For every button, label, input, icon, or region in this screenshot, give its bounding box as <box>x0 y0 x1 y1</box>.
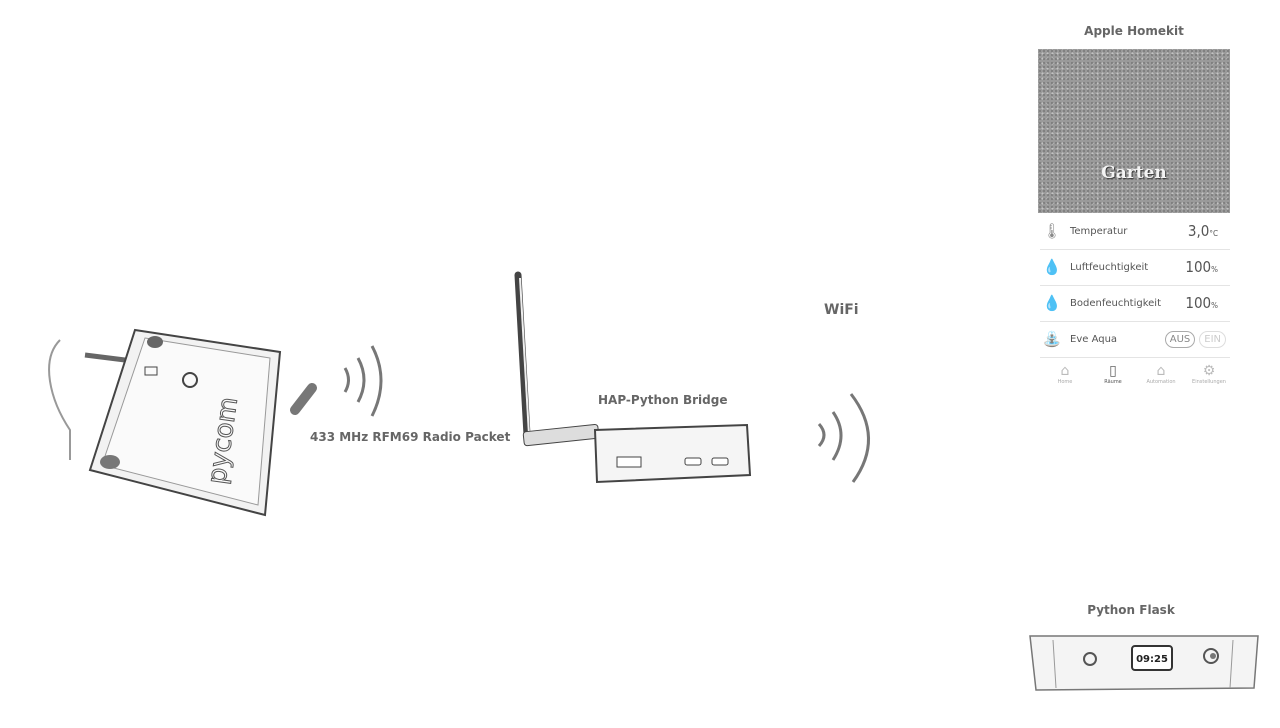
homekit-title: Apple Homekit <box>1038 24 1230 38</box>
home-icon: ⌂ <box>1042 363 1088 379</box>
tab-automation[interactable]: ⌂Automation <box>1138 363 1184 385</box>
toggle-off[interactable]: AUS <box>1165 331 1196 348</box>
room-image[interactable]: Garten <box>1038 49 1230 213</box>
bridge-label: HAP-Python Bridge <box>598 393 727 407</box>
accessory-value: 100% <box>1185 258 1218 276</box>
droplet-icon: 💧 <box>1040 294 1064 312</box>
tab-bar: ⌂Home ▯Räume ⌂Automation ⚙Einstellungen <box>1042 363 1232 385</box>
sprinkler-icon: ⛲ <box>1040 330 1064 348</box>
rooms-icon: ▯ <box>1090 363 1136 379</box>
accessory-name: Temperatur <box>1070 226 1188 237</box>
accessory-value: 100% <box>1185 294 1218 312</box>
thermometer-icon: 🌡 <box>1040 222 1064 240</box>
toggle-on[interactable]: EIN <box>1199 331 1226 348</box>
bridge-device <box>505 270 765 490</box>
accessory-soil-moisture[interactable]: 💧 Bodenfeuchtigkeit 100% <box>1040 285 1230 322</box>
accessory-humidity[interactable]: 💧 Luftfeuchtigkeit 100% <box>1040 249 1230 286</box>
accessory-name: Luftfeuchtigkeit <box>1070 262 1185 273</box>
radio-waves-icon <box>340 340 400 420</box>
accessory-name: Bodenfeuchtigkeit <box>1070 298 1185 309</box>
room-name: Garten <box>1038 163 1230 183</box>
accessory-temperature[interactable]: 🌡 Temperatur 3,0°C <box>1040 213 1230 250</box>
tab-rooms[interactable]: ▯Räume <box>1090 363 1136 385</box>
accessory-value: 3,0°C <box>1188 222 1218 240</box>
accessory-name: Eve Aqua <box>1070 334 1165 345</box>
pycom-device: pycom <box>40 300 340 600</box>
radio-packet-label: 433 MHz RFM69 Radio Packet <box>310 430 510 444</box>
clock-display: 09:25 <box>1131 645 1173 671</box>
automation-icon: ⌂ <box>1138 363 1184 379</box>
tab-settings[interactable]: ⚙Einstellungen <box>1186 363 1232 385</box>
wifi-label: WiFi <box>824 302 859 318</box>
valve-toggle[interactable]: AUS EIN <box>1165 331 1226 348</box>
droplet-icon: 💧 <box>1040 258 1064 276</box>
tab-home[interactable]: ⌂Home <box>1042 363 1088 385</box>
flask-title: Python Flask <box>1028 603 1234 617</box>
accessory-eve-aqua[interactable]: ⛲ Eve Aqua AUS EIN <box>1040 321 1230 358</box>
gear-icon: ⚙ <box>1186 363 1232 379</box>
wifi-waves-icon <box>815 390 885 490</box>
